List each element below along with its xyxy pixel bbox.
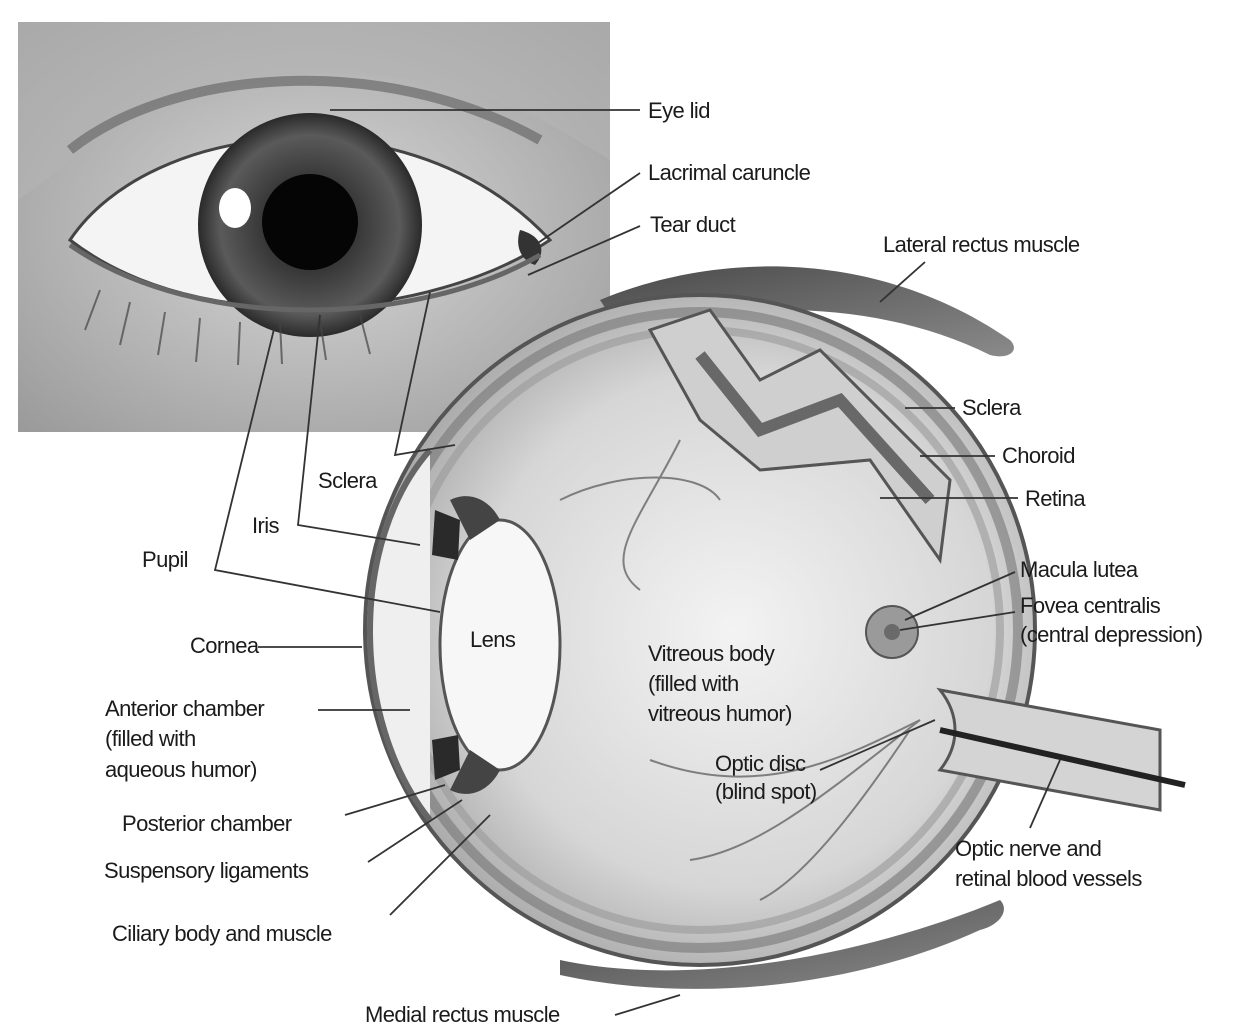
label-lens: Lens — [470, 627, 516, 652]
label-cornea: Cornea — [190, 633, 260, 658]
label-vitreous-line3: vitreous humor) — [648, 701, 792, 726]
label-posterior-chamber: Posterior chamber — [122, 811, 292, 836]
label-optic-disc-line1: Optic disc — [715, 751, 806, 776]
label-anterior-line1: Anterior chamber — [105, 696, 264, 721]
label-medial-rectus-muscle: Medial rectus muscle — [365, 1002, 560, 1027]
label-optic-disc-line2: (blind spot) — [715, 779, 817, 804]
label-optic-nerve-line2: retinal blood vessels — [955, 866, 1142, 891]
label-iris: Iris — [252, 513, 280, 538]
label-lacrimal-caruncle: Lacrimal caruncle — [648, 160, 811, 185]
label-vitreous-line1: Vitreous body — [648, 641, 775, 666]
cornea-shape — [370, 450, 430, 820]
label-tear-duct: Tear duct — [650, 212, 736, 237]
label-eye-lid: Eye lid — [648, 98, 710, 123]
label-retina: Retina — [1025, 486, 1086, 511]
label-ciliary-body: Ciliary body and muscle — [112, 921, 332, 946]
label-vitreous-line2: (filled with — [648, 671, 739, 696]
label-optic-nerve-line1: Optic nerve and — [955, 836, 1101, 861]
label-macula-lutea: Macula lutea — [1020, 557, 1139, 582]
label-sclera-right: Sclera — [962, 395, 1022, 420]
label-fovea-line2: (central depression) — [1020, 622, 1202, 647]
pupil-shape — [262, 174, 358, 270]
label-anterior-line2: (filled with — [105, 726, 196, 751]
label-suspensory-ligaments: Suspensory ligaments — [104, 858, 309, 883]
label-sclera-left: Sclera — [318, 468, 378, 493]
label-anterior-line3: aqueous humor) — [105, 757, 257, 782]
label-lateral-rectus-muscle: Lateral rectus muscle — [883, 232, 1080, 257]
label-choroid: Choroid — [1002, 443, 1075, 468]
label-fovea-line1: Fovea centralis — [1020, 593, 1161, 618]
label-pupil: Pupil — [142, 547, 188, 572]
